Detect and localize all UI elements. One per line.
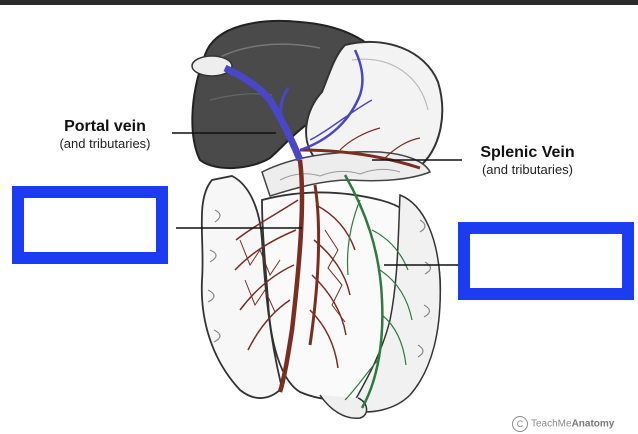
rectum	[319, 394, 368, 419]
gallbladder	[191, 55, 233, 77]
splenic-vein-subtitle: (and tributaries)	[481, 162, 574, 177]
copyright-icon: C	[512, 416, 528, 432]
splenic-vein	[299, 148, 421, 170]
top-bar	[0, 0, 638, 5]
portal-vein	[223, 49, 373, 162]
portal-vein-subtitle: (and tributaries)	[59, 136, 151, 151]
superior-mesenteric-vein	[234, 159, 356, 393]
watermark-brand: Anatomy	[571, 418, 615, 430]
splenic-vein-title: Splenic Vein	[480, 144, 575, 161]
portal-vein-title: Portal vein	[64, 118, 146, 135]
pancreas	[261, 150, 432, 197]
watermark-prefix: TeachMe	[531, 418, 572, 430]
splenic-vein-label: Splenic Vein (and tributaries)	[460, 143, 595, 178]
blank-answer-box-right	[458, 222, 634, 300]
blank-answer-box-left	[12, 186, 168, 264]
portal-vein-label: Portal vein (and tributaries)	[40, 117, 170, 152]
inferior-mesenteric-vein	[343, 174, 413, 409]
ascending-colon	[200, 175, 283, 399]
